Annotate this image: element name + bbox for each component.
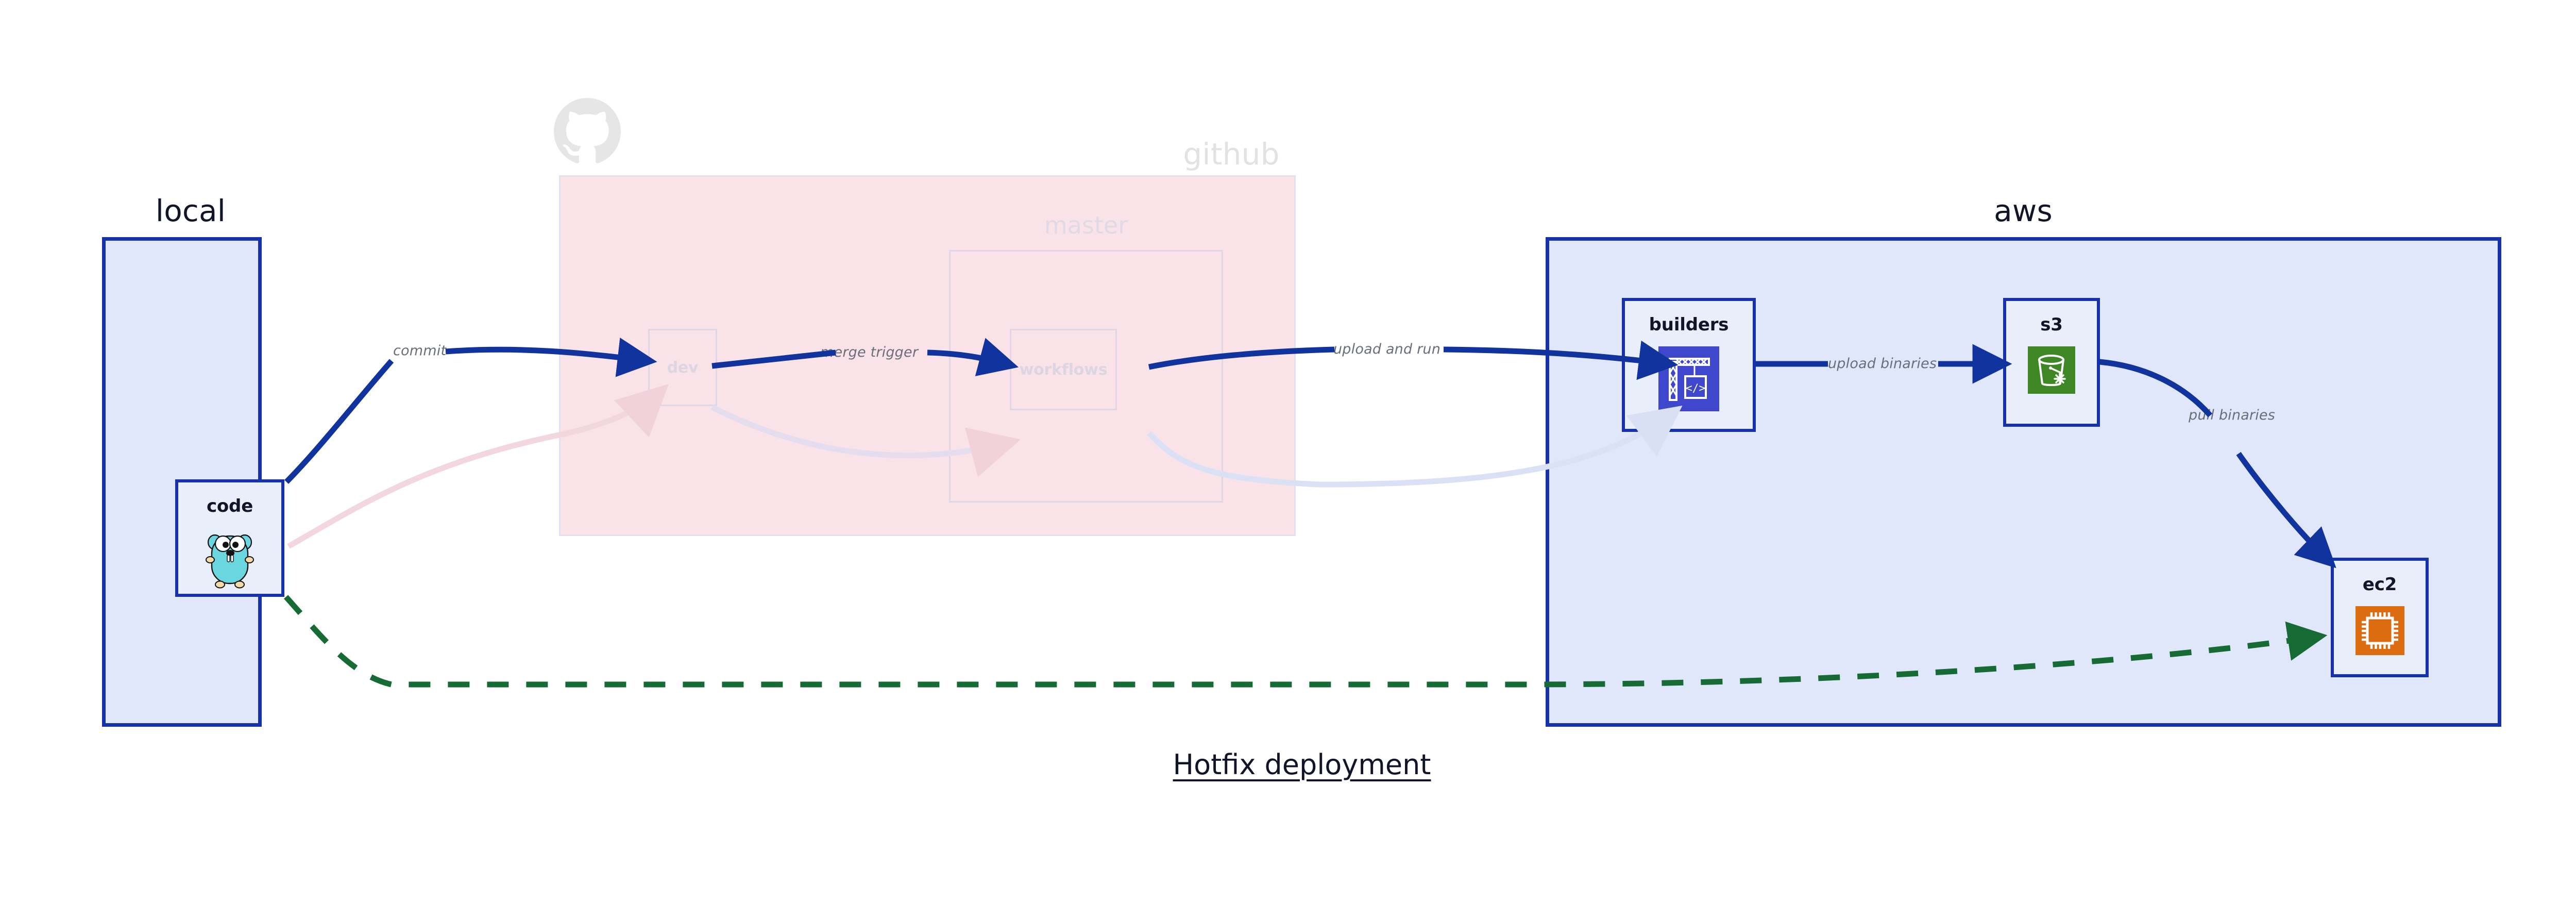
node-builders-label: builders (1649, 314, 1729, 335)
node-s3-label: s3 (2040, 314, 2063, 335)
edge-label-merge-trigger: merge trigger (820, 344, 919, 360)
node-ec2[interactable]: ec2 (2331, 558, 2429, 677)
node-builders[interactable]: builders (1622, 298, 1756, 432)
github-octocat-icon (554, 98, 621, 163)
edge-label-upload-binaries: upload binaries (1828, 356, 1937, 372)
node-code[interactable]: code (175, 479, 284, 597)
node-dev-label: dev (667, 358, 699, 377)
group-local-title: local (155, 193, 226, 228)
svg-text:</>: </> (1686, 382, 1705, 394)
node-workflows-label: workflows (1019, 360, 1108, 379)
node-ec2-label: ec2 (2362, 574, 2397, 595)
group-aws-title: aws (1994, 193, 2053, 228)
edge-label-commit: commit (393, 343, 447, 359)
edge-commit-seg1 (284, 359, 394, 484)
group-github-title: github (1183, 137, 1280, 172)
diagram-title: Hotfix deployment (1173, 748, 1431, 781)
aws-ec2-chip-icon (2355, 606, 2404, 657)
node-dev[interactable]: dev (648, 329, 717, 406)
node-workflows[interactable]: workflows (1010, 329, 1117, 410)
aws-codebuild-icon: </> (1658, 346, 1719, 413)
node-s3[interactable]: s3 (2003, 298, 2100, 427)
aws-s3-glacier-icon (2028, 346, 2075, 396)
edge-label-pull-binaries: pull binaries (2189, 407, 2276, 423)
edge-label-upload-and-run: upload and run (1333, 341, 1441, 357)
subgroup-master-title: master (1044, 211, 1128, 239)
subgroup-master (949, 250, 1223, 503)
go-gopher-icon (201, 528, 258, 591)
node-code-label: code (206, 496, 253, 516)
